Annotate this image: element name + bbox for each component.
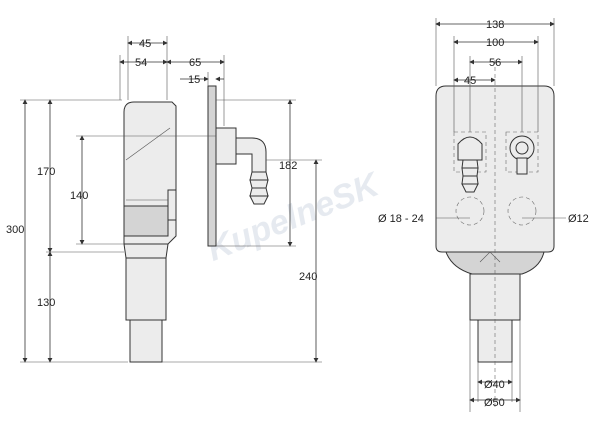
front-view: 138 100 56 45 Ø 18 - 24 Ø12 Ø40 Ø50 bbox=[378, 18, 589, 412]
left-hose-nozzle bbox=[461, 159, 479, 193]
dim-label-240: 240 bbox=[299, 271, 317, 283]
dim-label-hose: Ø 18 - 24 bbox=[378, 213, 424, 225]
dim-label-outlet: Ø12 bbox=[568, 213, 589, 225]
dim-label-54: 54 bbox=[135, 57, 147, 69]
dim-label-65: 65 bbox=[189, 57, 201, 69]
side-view: 45 54 65 15 300 170 130 140 bbox=[6, 36, 322, 363]
hose-nozzle bbox=[249, 171, 269, 205]
funnel-ridge bbox=[479, 251, 501, 263]
outlet-pipe-lower bbox=[129, 319, 163, 363]
left-hole-circle bbox=[455, 196, 485, 226]
right-hole-circle bbox=[507, 196, 537, 226]
outlet-pipe-upper bbox=[125, 257, 167, 321]
dim-label-182: 182 bbox=[279, 160, 297, 172]
watermark-text: KupelneSK bbox=[202, 165, 387, 269]
valve-nut bbox=[215, 127, 237, 165]
dim-label-170: 170 bbox=[37, 166, 55, 178]
left-connector-nut bbox=[457, 136, 483, 161]
right-outlet-stub bbox=[516, 157, 528, 175]
dim-label-130: 130 bbox=[37, 297, 55, 309]
right-connector-core bbox=[515, 141, 529, 155]
body-neck bbox=[123, 243, 169, 259]
dim-label-40: Ø40 bbox=[484, 379, 505, 391]
side-clip bbox=[167, 189, 177, 221]
inner-slope bbox=[125, 127, 171, 161]
body-bottom-section bbox=[123, 205, 169, 237]
dim-label-300: 300 bbox=[6, 224, 24, 236]
dim-label-45-front: 45 bbox=[464, 75, 476, 87]
dim-label-56: 56 bbox=[489, 57, 501, 69]
dim-label-45-side: 45 bbox=[139, 38, 151, 50]
elbow-pipe bbox=[235, 137, 267, 173]
dim-label-140: 140 bbox=[70, 190, 88, 202]
dim-label-100: 100 bbox=[486, 37, 504, 49]
dim-label-50: Ø50 bbox=[484, 397, 505, 409]
wall-cover-plate bbox=[207, 85, 217, 247]
dim-label-15: 15 bbox=[188, 74, 200, 86]
dim-label-138: 138 bbox=[486, 19, 504, 31]
